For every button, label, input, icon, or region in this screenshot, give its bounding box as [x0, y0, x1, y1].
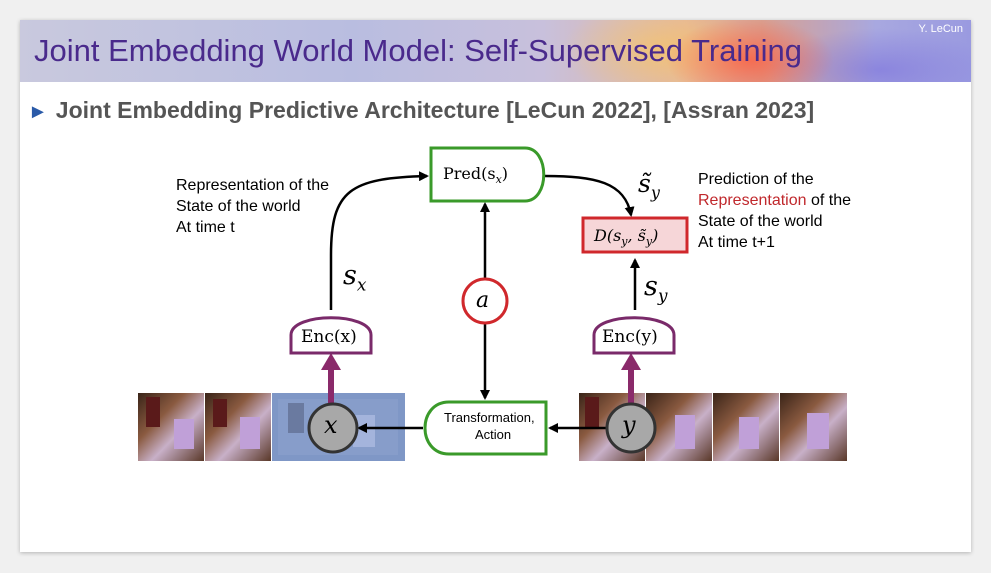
bullet-text: Joint Embedding Predictive Architecture …: [55, 97, 815, 123]
encoder-x-label: Enc(x): [301, 327, 357, 347]
distance-node: [581, 216, 689, 254]
predictor-node: [429, 146, 546, 203]
title-banner: Joint Embedding World Model: Self-Superv…: [20, 20, 971, 82]
bullet-point: ► Joint Embedding Predictive Architecture…: [28, 97, 814, 124]
annotation-left-1: Representation of the: [176, 177, 329, 194]
sy-label: sy: [644, 271, 668, 307]
video-frames-right: [579, 393, 847, 461]
annotation-left-3: At time t: [176, 219, 235, 236]
edge-enc-x-to-pred: [329, 171, 429, 310]
encoder-x-node: [289, 316, 373, 355]
annotation-right-4: At time t+1: [698, 234, 775, 251]
encoder-y-label: Enc(y): [602, 327, 658, 347]
predictor-label-close: ): [501, 164, 509, 183]
x-label: x: [324, 411, 338, 439]
annotation-right-2: Representation of the: [698, 192, 851, 209]
arrowhead-x-to-enc-x: [321, 353, 341, 370]
distance-label: D(sy, s̃y): [594, 226, 659, 249]
x-node: [307, 402, 359, 454]
annotation-highlight: Representation: [698, 192, 807, 209]
encoder-y-node: [592, 316, 676, 355]
annotation-left-2: State of the world: [176, 198, 301, 215]
predictor-label: Pred(sx): [443, 164, 509, 187]
sx-label: sx: [343, 260, 367, 296]
transformation-label-line1: Transformation,: [444, 410, 535, 425]
y-label: y: [622, 411, 636, 439]
y-node: [605, 402, 657, 454]
author-label: Y. LeCun: [918, 23, 963, 35]
slide-title: Joint Embedding World Model: Self-Superv…: [34, 33, 802, 68]
transformation-label-line2: Action: [475, 427, 512, 442]
transformation-node: [423, 400, 548, 456]
action-node: [461, 277, 509, 325]
edge-pred-to-distance: [544, 174, 635, 217]
annotation-right-1: Prediction of the: [698, 171, 814, 188]
action-label: a: [476, 288, 490, 313]
sy-tilde-label: s̃y: [638, 169, 660, 202]
jepa-diagram: [289, 146, 689, 456]
slide: Joint Embedding World Model: Self-Superv…: [20, 20, 971, 552]
distance-label-close: ): [652, 226, 659, 245]
bullet-arrow-icon: ►: [28, 101, 48, 123]
arrowhead-y-to-enc-y: [621, 353, 641, 370]
predictor-label-sub: x: [495, 173, 502, 187]
annotation-right-3: State of the world: [698, 213, 823, 230]
